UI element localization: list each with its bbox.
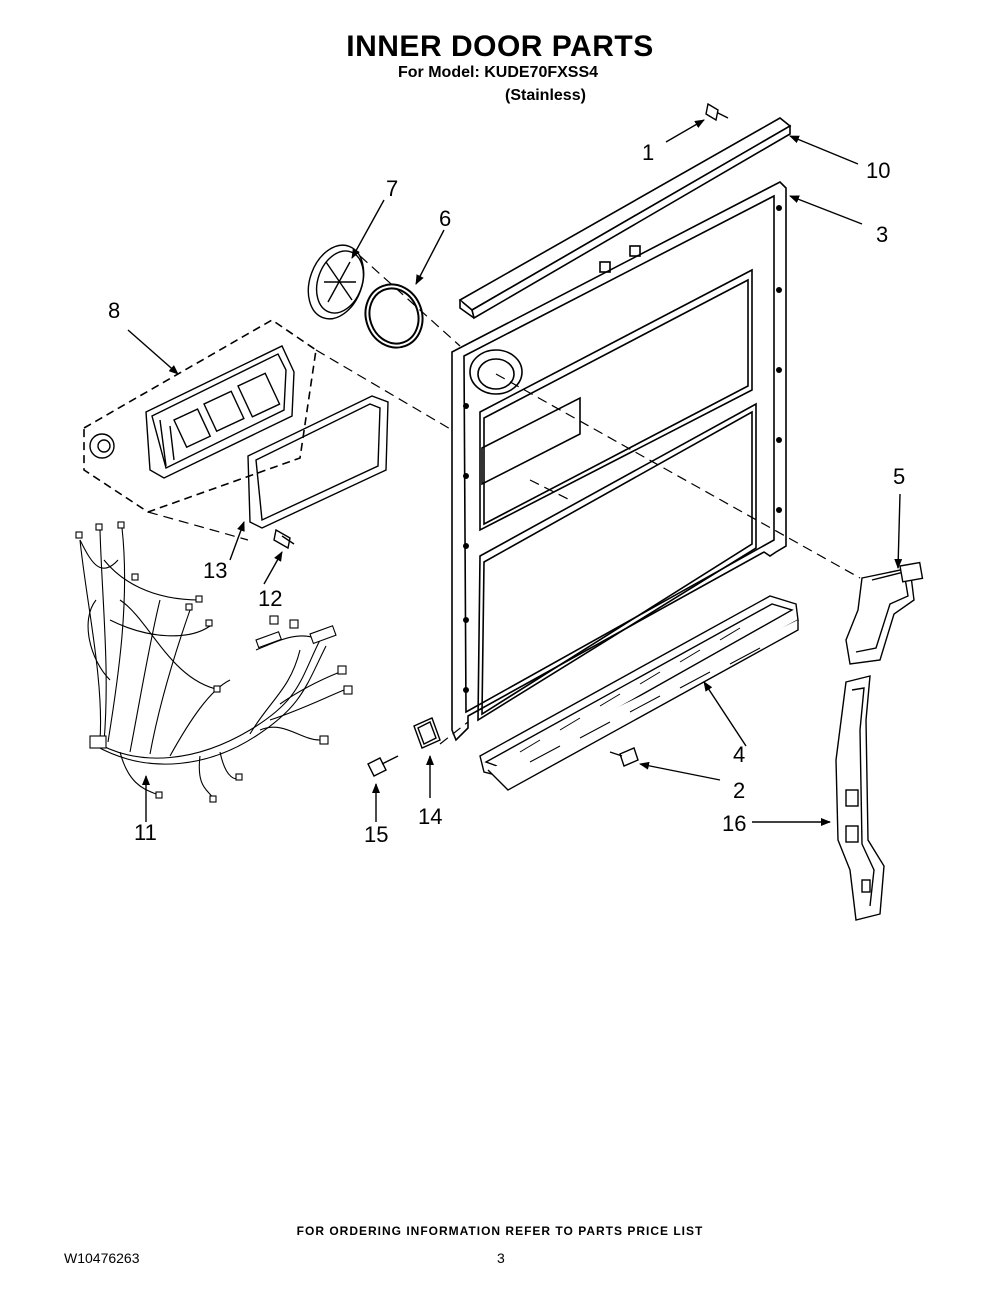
- callout-2: 2: [733, 778, 745, 803]
- screw-bracket: [367, 755, 399, 777]
- vent-elbow: [845, 561, 924, 665]
- bracket-clip: [413, 717, 441, 749]
- dispenser-seal: [364, 283, 424, 349]
- finish-line: (Stainless): [505, 87, 586, 104]
- callout-15: 15: [364, 822, 388, 847]
- callout-13: 13: [203, 558, 227, 583]
- ordering-note: FOR ORDERING INFORMATION REFER TO PARTS …: [296, 1224, 704, 1238]
- callout-8: 8: [108, 298, 120, 323]
- callout-1: 1: [642, 140, 654, 165]
- leader-arrows: [127, 119, 903, 826]
- gasket: [247, 395, 389, 529]
- callout-16: 16: [722, 811, 746, 836]
- control-module-assembly: [83, 319, 317, 513]
- callout-10: 10: [866, 158, 890, 183]
- callout-14: 14: [418, 804, 442, 829]
- screw-top: [705, 102, 729, 122]
- callout-4: 4: [733, 742, 745, 767]
- screw-gasket: [273, 528, 295, 550]
- callout-3: 3: [876, 222, 888, 247]
- model-line: For Model: KUDE70FXSS4: [398, 64, 599, 81]
- page-title: INNER DOOR PARTS: [346, 30, 654, 63]
- bottom-vent-strip: [479, 595, 799, 791]
- inner-door-panel: [451, 181, 787, 742]
- vent-duct: [835, 675, 885, 921]
- callout-7: 7: [386, 176, 398, 201]
- callout-12: 12: [258, 586, 282, 611]
- document-number: W10476263: [64, 1250, 140, 1266]
- page-number: 3: [497, 1250, 505, 1266]
- callout-6: 6: [439, 206, 451, 231]
- top-trim-strip: [458, 117, 792, 320]
- callout-11: 11: [134, 820, 157, 845]
- callout-5: 5: [893, 464, 905, 489]
- screw-bottom: [609, 747, 639, 767]
- assembly-lines: [147, 255, 861, 745]
- dispenser-cap: [307, 244, 365, 320]
- wiring-harness: [75, 521, 353, 803]
